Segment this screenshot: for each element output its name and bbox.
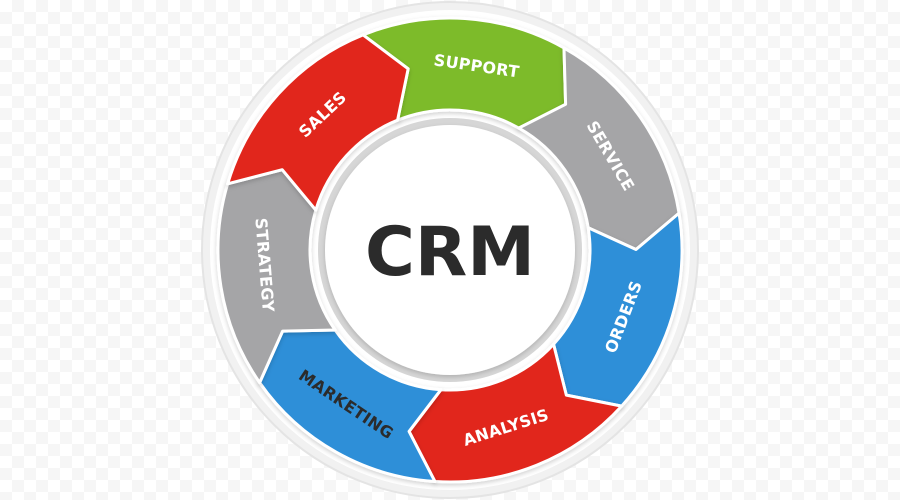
center-label: CRM [365, 213, 535, 292]
segment-arrows [216, 16, 684, 484]
center-hub [325, 125, 575, 375]
segment-arrow-sales [226, 33, 410, 212]
